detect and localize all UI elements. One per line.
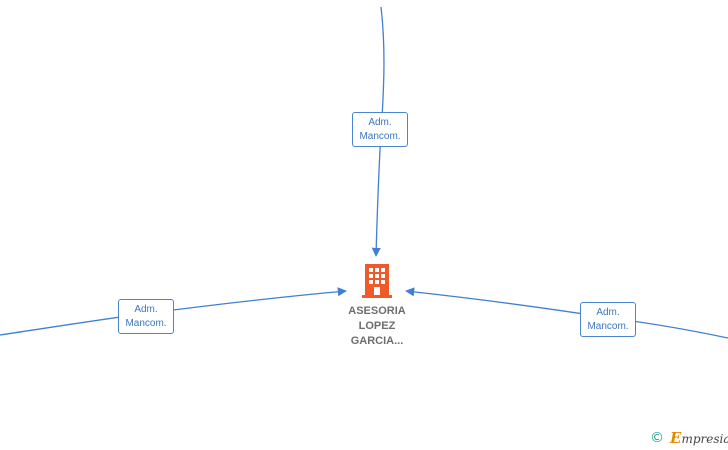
relation-label-line: Adm. bbox=[134, 304, 158, 315]
copyright-icon: © bbox=[650, 430, 664, 446]
relation-label-line: Mancom. bbox=[125, 318, 167, 329]
company-name-line: LOPEZ bbox=[358, 320, 396, 332]
company-name-line: ASESORIA bbox=[348, 305, 406, 317]
company-name-line: GARCIA... bbox=[350, 335, 404, 347]
company-name: ASESORIA LOPEZ GARCIA... bbox=[336, 304, 418, 349]
relation-label-top[interactable]: Adm. Mancom. bbox=[352, 112, 408, 147]
relation-label-line: Mancom. bbox=[359, 131, 401, 142]
relation-label-line: Adm. bbox=[596, 307, 620, 318]
brand-rest: mpresia bbox=[681, 431, 728, 446]
relation-label-line: Mancom. bbox=[587, 321, 629, 332]
brand-first-letter: E bbox=[670, 428, 682, 447]
edge-right bbox=[405, 287, 728, 339]
relation-label-line: Adm. bbox=[368, 117, 392, 128]
brand-watermark: © Empresia bbox=[650, 429, 728, 447]
edge-top bbox=[371, 6, 385, 257]
relation-label-right[interactable]: Adm. Mancom. bbox=[580, 302, 636, 337]
building-icon bbox=[362, 264, 392, 298]
relation-label-left[interactable]: Adm. Mancom. bbox=[118, 299, 174, 334]
brand-name: Empresia bbox=[670, 428, 728, 447]
company-node[interactable]: ASESORIA LOPEZ GARCIA... bbox=[336, 262, 418, 349]
